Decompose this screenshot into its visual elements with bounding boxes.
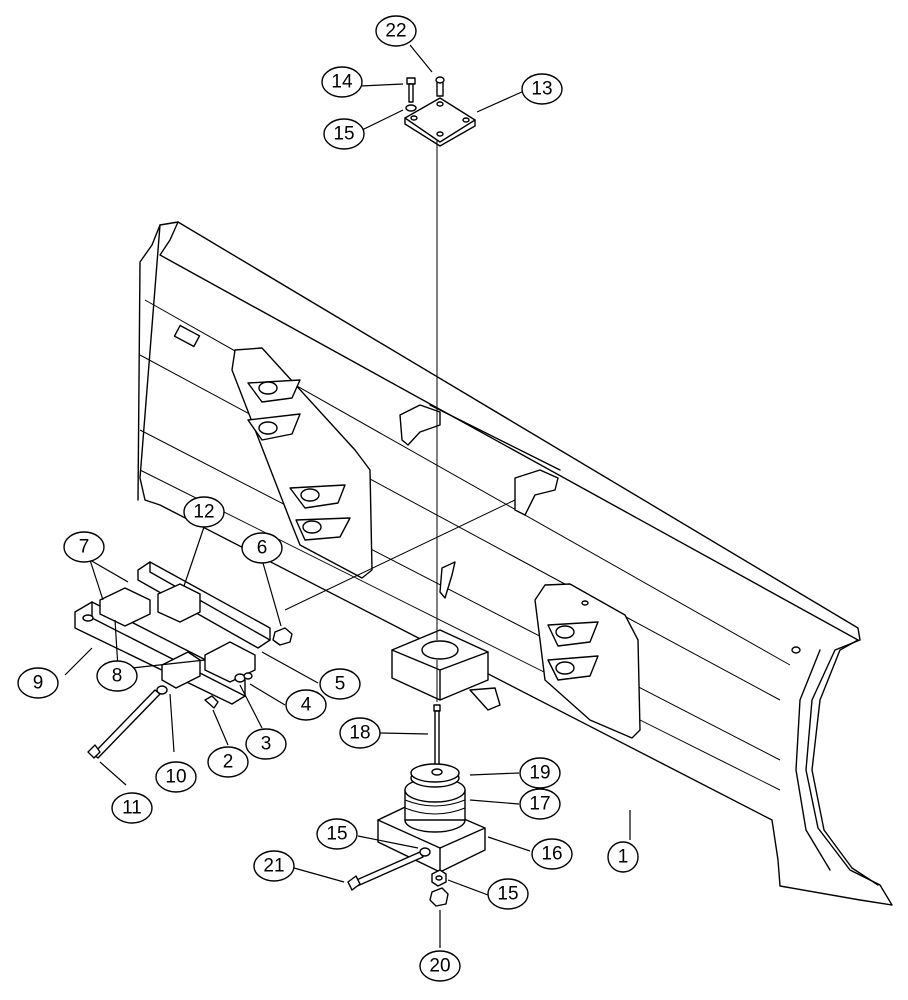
callout-10: 10	[155, 761, 197, 793]
callout-2-label: 2	[223, 752, 234, 773]
callout-15-bottom: 15	[487, 878, 529, 910]
left-bracket-plate	[231, 347, 373, 579]
callout-18: 18	[339, 717, 381, 749]
callout-8: 8	[96, 660, 138, 692]
callout-9-label: 9	[33, 673, 44, 694]
alignment-lines	[284, 140, 516, 702]
callout-4: 4	[285, 689, 327, 721]
callout-14-label: 14	[331, 72, 353, 93]
callout-17: 17	[519, 788, 561, 820]
center-lugs	[399, 404, 561, 599]
leader-lines	[64, 44, 631, 948]
callout-3: 3	[245, 728, 287, 760]
callout-1-label: 1	[618, 847, 629, 868]
callout-6: 6	[241, 532, 283, 564]
callout-2: 2	[207, 746, 249, 778]
callout-6-label: 6	[257, 538, 268, 559]
callout-19-label: 19	[529, 763, 550, 784]
callout-9: 9	[17, 667, 59, 699]
callout-8-label: 8	[112, 666, 123, 687]
callout-15-bottom-label: 15	[497, 884, 518, 905]
callout-20-label: 20	[429, 956, 450, 977]
right-bracket-plate	[534, 583, 641, 739]
callout-7-label: 7	[79, 537, 90, 558]
callout-16-label: 16	[541, 844, 562, 865]
callout-1: 1	[607, 841, 639, 873]
callout-12: 12	[183, 496, 225, 528]
callout-5-label: 5	[335, 674, 346, 695]
callout-22: 22	[375, 15, 417, 47]
callout-12-label: 12	[193, 502, 214, 523]
callout-16: 16	[531, 838, 573, 870]
callout-15-top: 15	[323, 118, 365, 150]
top-plate-assembly	[404, 76, 476, 147]
callout-3-label: 3	[261, 734, 272, 755]
callout-17-label: 17	[529, 794, 550, 815]
callout-20: 20	[419, 950, 461, 982]
callout-13: 13	[521, 73, 563, 105]
callout-10-label: 10	[165, 767, 186, 788]
blade-mount-block	[391, 629, 501, 711]
callout-18-label: 18	[349, 723, 370, 744]
callout-5: 5	[319, 668, 361, 700]
cushion-assembly	[347, 704, 486, 907]
callout-11: 11	[111, 792, 153, 824]
callout-11-label: 11	[122, 798, 142, 819]
callout-7: 7	[63, 531, 105, 563]
callout-21-label: 21	[263, 856, 284, 877]
left-mount-assembly	[74, 561, 293, 759]
callout-15-mid-label: 15	[326, 824, 347, 845]
callout-19: 19	[519, 757, 561, 789]
callout-14: 14	[321, 66, 363, 98]
dozer-blade	[137, 221, 893, 906]
callout-15-mid: 15	[316, 818, 358, 850]
callout-15-top-label: 15	[333, 124, 354, 145]
callout-22-label: 22	[385, 21, 406, 42]
callout-4-label: 4	[301, 695, 312, 716]
callout-13-label: 13	[531, 79, 552, 100]
callout-21: 21	[253, 850, 295, 882]
